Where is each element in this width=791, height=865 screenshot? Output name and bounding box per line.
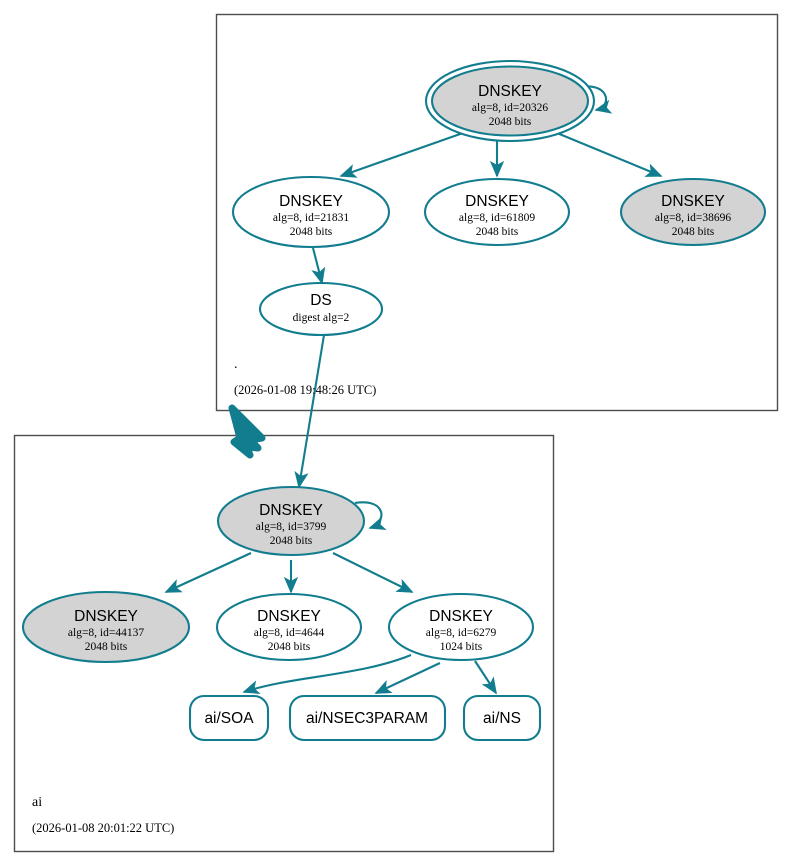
zone-delegation-arrow [228,404,266,459]
edge-group-ai [164,501,497,695]
node-line2: alg=8, id=20326 [472,102,548,114]
node-ai-key-6279[interactable]: DNSKEY alg=8, id=6279 1024 bits [387,592,535,662]
node-title: DNSKEY [661,193,725,210]
node-root-zsk-38696[interactable]: DNSKEY alg=8, id=38696 2048 bits [619,177,767,247]
rrset-box [288,694,447,742]
node-ai-ksk-3799[interactable]: DNSKEY alg=8, id=3799 2048 bits [216,485,366,557]
node-line2: alg=8, id=44137 [68,627,144,639]
node-line3: 2048 bits [268,641,311,653]
zone-timestamp-ai: (2026-01-08 20:01:22 UTC) [32,821,174,835]
node-ellipse [21,590,191,664]
node-ai-key-4644[interactable]: DNSKEY alg=8, id=4644 2048 bits [215,592,363,662]
node-ellipse [387,592,535,662]
edge-ai-6279-to-nsec3param [374,662,441,694]
node-root-ds[interactable]: DS digest alg=2 [258,281,384,337]
node-line2: digest alg=2 [293,312,350,324]
node-root-ksk-20326[interactable]: DNSKEY alg=8, id=20326 2048 bits [424,59,596,143]
edge-ai-ksk-self [354,501,387,530]
node-line3: 1024 bits [440,641,483,653]
edge-zone-delegation [228,404,266,459]
rrset-ai-ns[interactable]: ai/NS [462,694,542,742]
rrset-ai-soa[interactable]: ai/SOA [188,694,270,742]
node-line3: 2048 bits [476,226,519,238]
node-title: DS [310,292,332,309]
edge-ai-6279-to-soa [242,654,412,694]
node-line2: alg=8, id=4644 [254,627,325,639]
node-ellipse [231,175,391,249]
node-ellipse [215,592,363,662]
edge-group-root [294,85,663,489]
node-line3: 2048 bits [672,226,715,238]
rrset-box [188,694,270,742]
node-line3: 2048 bits [270,535,313,547]
edge-root-ksk-to-38696 [556,132,663,177]
node-line2: alg=8, id=61809 [459,212,535,224]
rrset-ai-nsec3param[interactable]: ai/NSEC3PARAM [288,694,447,742]
node-inner-ring [430,65,590,137]
edge-root-ds-to-ai-ksk [294,334,326,489]
zone-label-root: . [234,357,238,372]
edge-root-21831-to-ds [311,247,326,285]
node-ellipse [619,177,767,247]
rrset-box [462,694,542,742]
node-title: DNSKEY [279,193,343,210]
node-ellipse [423,177,571,247]
edge-ai-ksk-to-44137 [164,552,252,593]
edge-ai-6279-to-ns [474,660,497,695]
rrset-label: ai/NS [483,710,521,727]
zone-cluster-root [215,13,779,412]
zone-cluster-ai [13,434,555,853]
node-ai-key-44137[interactable]: DNSKEY alg=8, id=44137 2048 bits [21,590,191,664]
node-line2: alg=8, id=6279 [426,627,497,639]
node-line2: alg=8, id=38696 [655,212,731,224]
node-title: DNSKEY [429,608,493,625]
node-line2: alg=8, id=3799 [256,521,327,533]
node-root-zsk-61809[interactable]: DNSKEY alg=8, id=61809 2048 bits [423,177,571,247]
node-title: DNSKEY [478,83,542,100]
node-line3: 2048 bits [290,226,333,238]
node-root-zsk-21831[interactable]: DNSKEY alg=8, id=21831 2048 bits [231,175,391,249]
zone-timestamp-root: (2026-01-08 19:48:26 UTC) [234,383,376,397]
node-title: DNSKEY [257,608,321,625]
edge-ai-ksk-to-6279 [332,552,414,593]
node-title: DNSKEY [259,502,323,519]
node-line3: 2048 bits [489,116,532,128]
zone-label-ai: ai [32,795,42,810]
node-title: DNSKEY [465,193,529,210]
node-line3: 2048 bits [85,641,128,653]
node-line2: alg=8, id=21831 [273,212,349,224]
node-ellipse [258,281,384,337]
edge-root-ksk-to-21831 [339,132,464,178]
rrset-label: ai/NSEC3PARAM [306,710,428,727]
node-ellipse [216,485,366,557]
rrset-label: ai/SOA [204,710,254,727]
node-title: DNSKEY [74,608,138,625]
